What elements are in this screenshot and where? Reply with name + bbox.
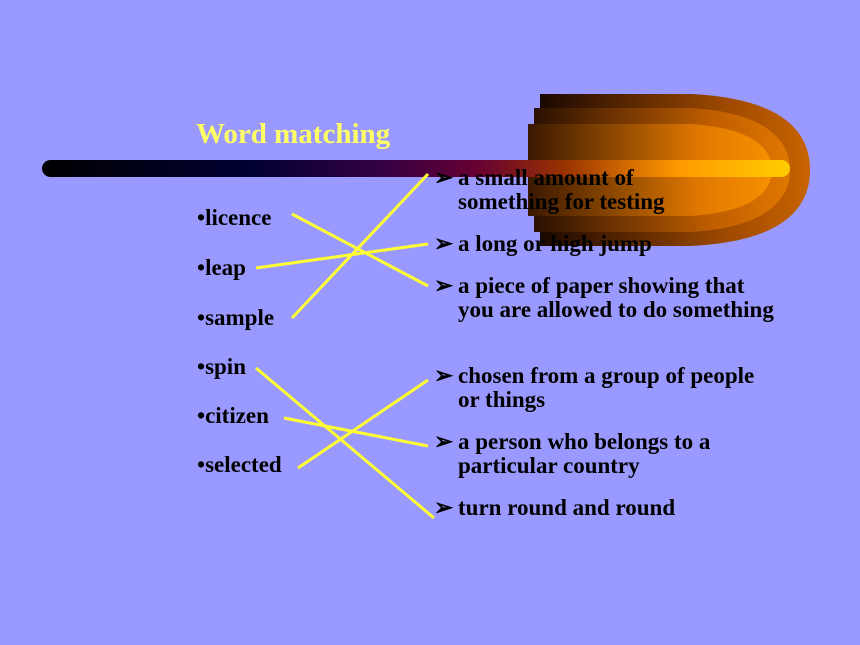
definition-item: ➢ turn round and round xyxy=(434,495,676,520)
definition-item: ➢ a person who belongs to a particular c… xyxy=(434,429,711,478)
word-item: •selected xyxy=(197,452,282,477)
arrow-bullet-icon: ➢ xyxy=(434,363,454,388)
arrow-bullet-icon: ➢ xyxy=(434,495,454,520)
definition-item: ➢ a long or high jump xyxy=(434,231,652,256)
definition-item: ➢ chosen from a group of people or thing… xyxy=(434,363,755,412)
word-item: •licence xyxy=(197,205,272,230)
word-item: •spin xyxy=(197,354,246,379)
definition-item: ➢ a piece of paper showing that you are … xyxy=(434,273,774,322)
slide-title: Word matching xyxy=(196,118,391,150)
arrow-bullet-icon: ➢ xyxy=(434,273,454,298)
word-item: •leap xyxy=(197,255,246,280)
word-item: •sample xyxy=(197,305,275,330)
arrow-bullet-icon: ➢ xyxy=(434,165,454,190)
gradient-bar xyxy=(42,160,790,177)
definition-item: ➢ a small amount of something for testin… xyxy=(434,165,665,214)
arrow-bullet-icon: ➢ xyxy=(434,429,454,454)
word-item: •citizen xyxy=(197,403,269,428)
arrow-bullet-icon: ➢ xyxy=(434,231,454,256)
